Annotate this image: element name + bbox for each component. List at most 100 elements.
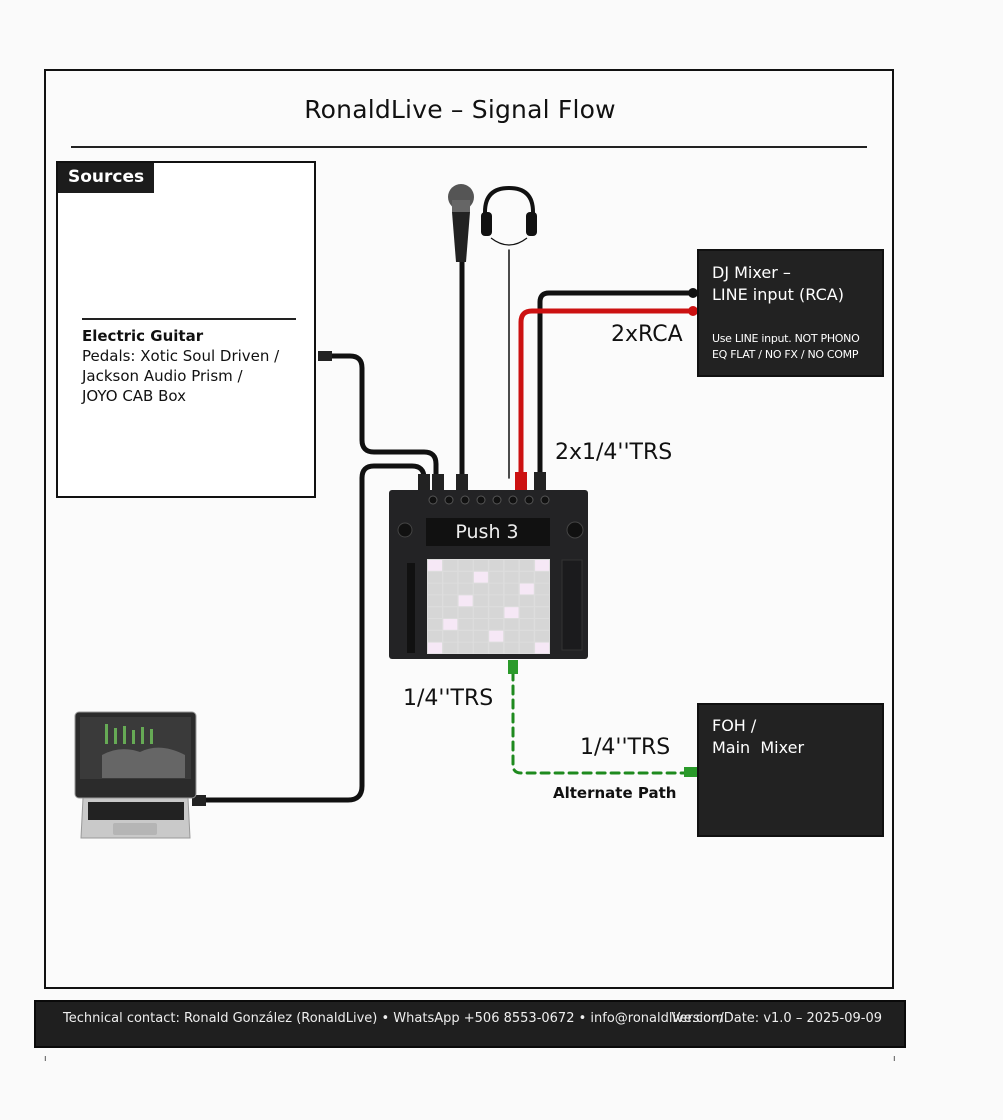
pad xyxy=(489,607,504,618)
rca-label: 2xRCA xyxy=(611,322,683,347)
rca-black-jack xyxy=(688,288,698,298)
alternate-path-cable xyxy=(511,670,692,775)
dj-mixer-notes: Use LINE input. NOT PHONO EQ FLAT / NO F… xyxy=(712,331,860,363)
push-3-controller xyxy=(389,490,588,659)
green-plug-out xyxy=(508,660,518,674)
trs-out-label: 1/4''TRS xyxy=(403,686,494,711)
pad xyxy=(504,595,519,607)
pad xyxy=(535,595,550,607)
encoder-row xyxy=(428,495,550,505)
pad-lit xyxy=(519,583,534,595)
pad-grid xyxy=(428,560,550,654)
pad xyxy=(443,607,458,618)
plug-1 xyxy=(418,474,430,490)
pad-lit xyxy=(535,642,550,654)
rca-left-cable xyxy=(537,290,695,481)
dj-mixer-note: Use LINE input. NOT PHONO xyxy=(712,332,860,345)
sources-panel: Sources Electric Guitar Pedals: Xotic So… xyxy=(56,161,316,498)
dj-mixer-box: DJ Mixer – LINE input (RCA) Use LINE inp… xyxy=(697,249,884,377)
pad xyxy=(504,571,519,583)
pad xyxy=(458,642,473,654)
pad xyxy=(535,571,550,583)
footer-version: Version/Date: v1.0 – 2025-09-09 xyxy=(671,1011,882,1026)
pad-lit xyxy=(504,607,519,618)
pedals-line: JOYO CAB Box xyxy=(82,387,187,405)
pad xyxy=(489,619,504,630)
pad xyxy=(428,571,442,583)
pad xyxy=(504,619,519,630)
pad xyxy=(504,583,519,595)
foh-title-line: Main Mixer xyxy=(712,738,805,757)
alternate-path-label: Alternate Path xyxy=(553,784,677,802)
dj-mixer-title-line: LINE input (RCA) xyxy=(712,285,844,304)
trs-in-label: 1/4''TRS xyxy=(580,735,671,760)
laptop-cable xyxy=(202,463,427,803)
pad xyxy=(443,560,458,571)
footer-contact: Technical contact: Ronald González (Rona… xyxy=(63,1011,724,1026)
laptop-plug xyxy=(192,795,206,806)
pad-lit xyxy=(473,571,488,583)
dj-mixer-note: EQ FLAT / NO FX / NO COMP xyxy=(712,348,859,361)
dj-mixer-title-line: DJ Mixer – xyxy=(712,263,791,282)
plug-rca-black xyxy=(534,472,546,490)
pad xyxy=(473,560,488,571)
sources-divider xyxy=(82,318,296,320)
pad xyxy=(473,607,488,618)
sources-tag: Sources xyxy=(58,163,155,193)
pad-lit xyxy=(428,560,442,571)
pad xyxy=(489,560,504,571)
pad xyxy=(519,619,534,630)
page-title: RonaldLive – Signal Flow xyxy=(304,95,616,124)
pad xyxy=(519,642,534,654)
pad xyxy=(458,619,473,630)
microphone-icon xyxy=(448,184,474,262)
headphones-icon xyxy=(481,185,537,246)
footer-bar: Technical contact: Ronald González (Rona… xyxy=(34,1000,906,1048)
pedals-line: Jackson Audio Prism / xyxy=(82,367,243,385)
pad xyxy=(489,583,504,595)
pad xyxy=(428,607,442,618)
pad xyxy=(473,630,488,642)
plug-rca-red xyxy=(515,472,527,490)
pad xyxy=(473,619,488,630)
pad xyxy=(443,571,458,583)
pad xyxy=(504,560,519,571)
dj-mixer-title: DJ Mixer – LINE input (RCA) xyxy=(712,262,844,306)
pad-lit xyxy=(489,630,504,642)
pad xyxy=(458,607,473,618)
pedals-line: Pedals: Xotic Soul Driven / xyxy=(82,347,280,365)
pad xyxy=(473,595,488,607)
pad xyxy=(443,630,458,642)
pad xyxy=(519,630,534,642)
pad xyxy=(458,560,473,571)
guitar-cable xyxy=(327,353,439,481)
pad xyxy=(489,571,504,583)
guitar-plug xyxy=(318,351,332,361)
pad xyxy=(519,560,534,571)
pad xyxy=(428,630,442,642)
pad xyxy=(428,619,442,630)
pad-lit xyxy=(458,595,473,607)
pad xyxy=(458,571,473,583)
corner-mark: ı xyxy=(893,1054,896,1064)
laptop-icon xyxy=(74,711,197,839)
pad xyxy=(443,595,458,607)
rca-right-cable xyxy=(518,308,695,481)
foh-title-line: FOH / xyxy=(712,716,757,735)
pad xyxy=(519,595,534,607)
pad xyxy=(504,642,519,654)
pad xyxy=(535,607,550,618)
pad-lit xyxy=(428,642,442,654)
pad xyxy=(535,630,550,642)
corner-mark: ı xyxy=(44,1054,47,1064)
title-divider xyxy=(71,146,867,148)
pad xyxy=(428,595,442,607)
pad xyxy=(473,583,488,595)
push-3-display-label: Push 3 xyxy=(455,521,519,543)
pad xyxy=(504,630,519,642)
foh-title: FOH / Main Mixer xyxy=(712,715,804,759)
pad xyxy=(443,583,458,595)
pad xyxy=(519,571,534,583)
pad xyxy=(458,630,473,642)
